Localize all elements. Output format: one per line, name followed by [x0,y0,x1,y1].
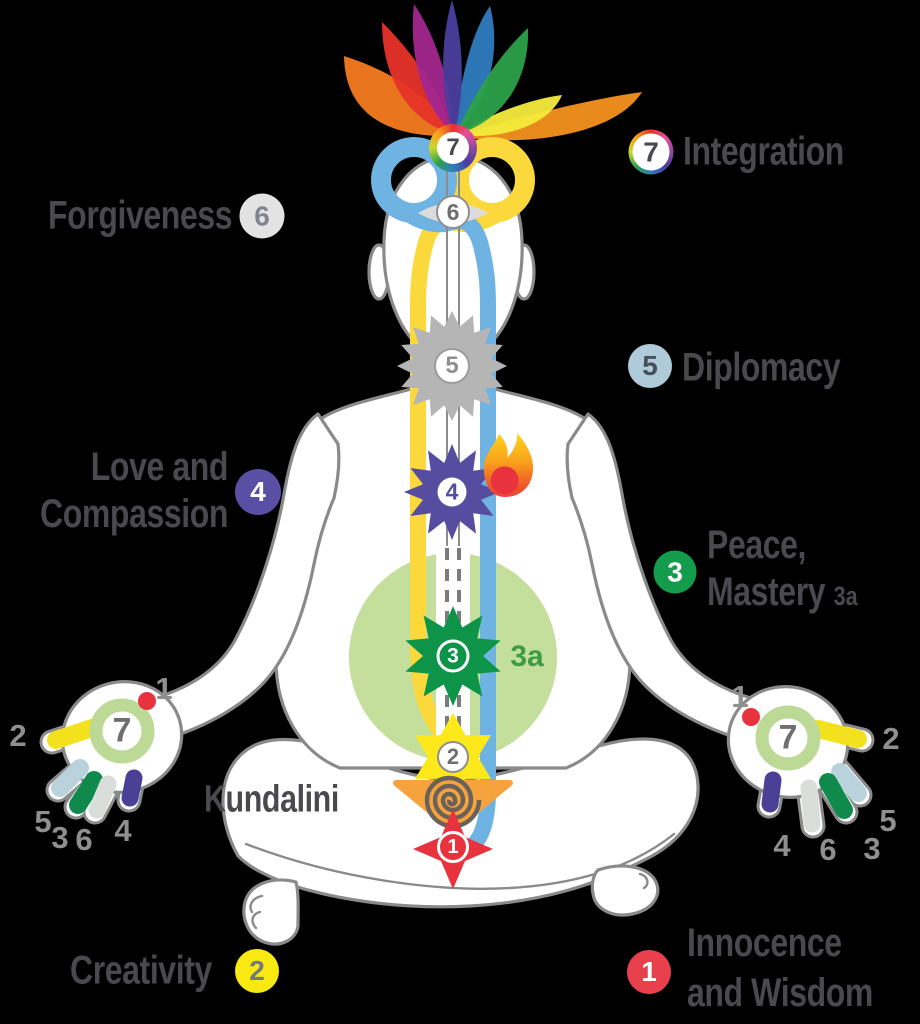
right-foot [590,864,660,917]
integration-badge: 7 [628,129,674,175]
left-foot [242,878,300,946]
kundalini-spiral-icon [424,775,482,829]
right-finger-number-5: 5 [879,803,897,838]
void-3a-label: 3a [510,640,544,673]
left-finger-number-5: 5 [34,804,52,839]
left-finger-number-6: 6 [75,822,93,857]
kundalini-label: Kundalini [204,778,339,821]
chakra1-number: 1 [437,831,469,863]
chakra3-number: 3 [436,639,470,673]
diplomacy-badge: 5 [628,344,672,388]
right-palm-number: 7 [778,718,798,757]
left-dot-number: 1 [155,671,173,706]
right-finger-number-4: 4 [773,828,791,863]
left-hand [39,680,184,825]
left-hand-red-dot [138,692,156,710]
right-hand [726,685,875,839]
right-hand-red-dot [742,708,760,726]
love-compassion-badge: 4 [235,469,281,515]
left-palm-number: 7 [112,711,132,750]
left-finger-number-3: 3 [51,820,69,855]
chakra6-number: 6 [436,195,470,229]
right-finger-number-6: 6 [819,832,837,867]
chakra4-number: 4 [437,477,467,507]
innocence-wisdom-badge: 1 [627,950,671,994]
chakra7-number: 7 [437,132,469,164]
forgiveness-label: Forgiveness [47,193,233,238]
right-dot-number: 1 [731,679,749,714]
flame-icon [483,433,534,497]
chakra5-number: 5 [434,348,470,384]
left-finger-number-4: 4 [114,813,132,848]
chakra2-number: 2 [437,741,469,773]
peace-mastery-label: Peace, Mastery 3a [707,523,858,614]
right-arm [565,412,760,742]
creativity-label: Creativity [70,948,212,993]
creativity-badge: 2 [235,949,279,993]
diplomacy-label: Diplomacy [682,345,841,390]
left-arm [146,412,341,742]
peace-mastery-badge: 3 [653,550,697,594]
forgiveness-badge: 6 [239,193,285,239]
chakra7-crown-badge: 7 [429,124,477,172]
left-thumb-number: 2 [9,718,27,753]
right-finger-number-3: 3 [863,831,881,866]
lotus-crown-icon [344,0,642,141]
integration-label: Integration [683,129,844,174]
right-thumb-number: 2 [882,721,900,756]
